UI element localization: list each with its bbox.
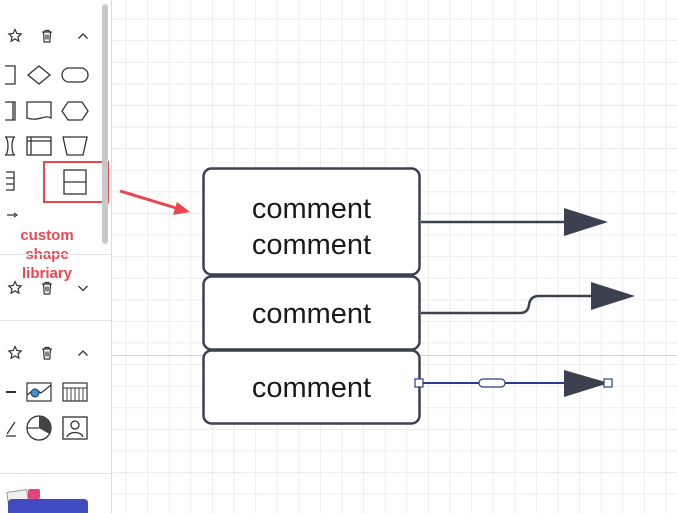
more-shapes-button[interactable]	[8, 499, 88, 513]
shape-text-line: comment	[252, 372, 371, 404]
image-placeholder-shape[interactable]	[61, 414, 89, 442]
pie-chart-shape[interactable]	[25, 414, 53, 442]
star-icon[interactable]	[7, 28, 23, 44]
comment-shape-2[interactable]: comment	[202, 275, 421, 351]
section-divider	[0, 320, 111, 321]
shape-text-line: comment	[252, 229, 371, 261]
section-divider	[0, 254, 111, 255]
internal-storage-shape[interactable]	[25, 135, 53, 157]
edge-start-handle[interactable]	[414, 378, 424, 388]
manual-operation-shape[interactable]	[61, 135, 89, 157]
chevron-down-icon[interactable]	[75, 280, 91, 296]
comment-shape-3[interactable]: comment	[202, 349, 421, 425]
shape-text-line: comment	[252, 298, 371, 330]
trash-icon[interactable]	[39, 28, 55, 44]
preparation-shape[interactable]	[61, 100, 89, 122]
custom-shape-highlight	[43, 161, 109, 203]
predefined-process-shape[interactable]	[0, 100, 20, 122]
shape-text-line: comment	[252, 193, 371, 225]
terminator-shape[interactable]	[61, 66, 89, 84]
star-icon[interactable]	[7, 345, 23, 361]
document-shape[interactable]	[25, 100, 53, 122]
line-shape[interactable]	[4, 384, 18, 400]
edge-end-handle[interactable]	[603, 378, 613, 388]
trash-icon[interactable]	[39, 280, 55, 296]
stored-data-shape[interactable]	[0, 135, 20, 157]
edge-midpoint-handle[interactable]	[478, 378, 506, 388]
custom-container-shape[interactable]	[62, 168, 88, 196]
connector-1[interactable]	[421, 208, 608, 236]
annotation-line: libriary	[21, 265, 73, 282]
decision-shape[interactable]	[26, 64, 52, 86]
connector-shape[interactable]	[6, 210, 20, 220]
pointer-arrow	[119, 189, 190, 215]
table-grid-shape[interactable]	[61, 381, 89, 405]
sidebar-scrollbar[interactable]	[102, 4, 108, 244]
shapes-sidebar: custom shape libriary	[0, 0, 112, 513]
connector-2[interactable]	[421, 282, 635, 315]
annotation-line: custom	[20, 227, 74, 244]
map-shape[interactable]	[25, 381, 53, 405]
pencil-shape[interactable]	[4, 418, 18, 438]
trash-icon[interactable]	[39, 345, 55, 361]
star-icon[interactable]	[7, 280, 23, 296]
diagram-canvas[interactable]: comment comment comment comment	[112, 0, 677, 513]
diagram-layer: comment comment comment comment	[112, 167, 677, 425]
process-shape[interactable]	[0, 64, 20, 86]
list-shape[interactable]	[0, 170, 20, 192]
comment-shape-1[interactable]: comment comment	[202, 167, 421, 276]
chevron-up-icon[interactable]	[75, 345, 91, 361]
section-divider	[0, 473, 111, 474]
chevron-up-icon[interactable]	[75, 28, 91, 44]
connector-3-selected[interactable]	[414, 370, 613, 397]
